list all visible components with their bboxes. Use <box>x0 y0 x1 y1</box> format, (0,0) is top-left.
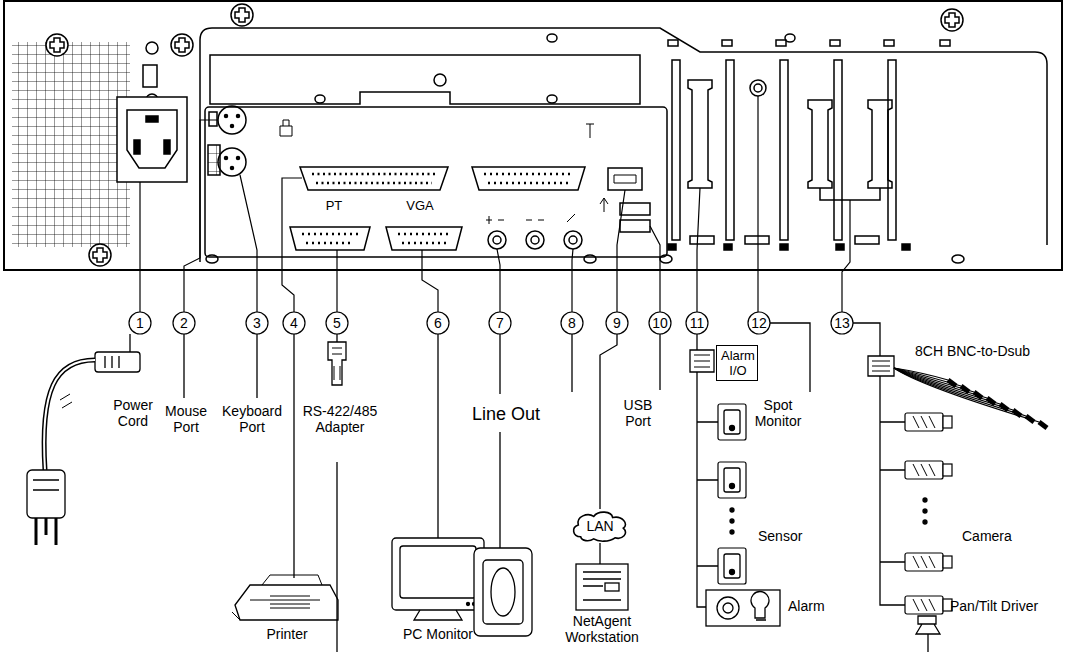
callout-number: 10 <box>652 315 668 331</box>
lan-cloud: LAN <box>570 510 629 542</box>
part-label: Sensor <box>758 528 802 544</box>
part-label: Printer <box>266 626 307 642</box>
callout-number: 4 <box>290 315 298 331</box>
callout-number: 6 <box>434 315 442 331</box>
part-label: Alarm <box>788 598 825 614</box>
part-label: PC Monitor <box>403 626 473 642</box>
part-label: Pan/Tilt Driver <box>950 598 1038 614</box>
part-label: RS-422/485 Adapter <box>298 403 382 435</box>
callout-number: 11 <box>690 315 705 331</box>
callout-number: 2 <box>180 315 188 331</box>
part-label: Keyboard Port <box>219 403 285 435</box>
node-text: Alarm I/O <box>721 349 755 379</box>
callout-number: 13 <box>834 315 850 331</box>
callout-number: 3 <box>253 315 261 331</box>
callout-number: 9 <box>613 315 621 331</box>
callout-number: 1 <box>136 315 144 331</box>
part-label: Spot Monitor <box>750 397 806 429</box>
part-label: Line Out <box>472 404 540 425</box>
alarm-io-box: Alarm I/O <box>716 345 758 381</box>
part-label: 8CH BNC-to-Dsub <box>915 343 1030 359</box>
part-label: NetAgent Workstation <box>550 613 654 645</box>
port-label: VGA <box>406 199 433 214</box>
callout-number: 8 <box>568 315 576 331</box>
callout-number: 12 <box>751 315 767 331</box>
part-label: Power Cord <box>108 397 158 429</box>
port-label: PT <box>326 199 343 214</box>
node-text: LAN <box>586 518 613 534</box>
callout-number: 5 <box>333 315 341 331</box>
callout-number: 7 <box>496 315 504 331</box>
part-label: Mouse Port <box>162 403 210 435</box>
part-label: Camera <box>962 528 1012 544</box>
part-label: USB Port <box>618 397 658 429</box>
